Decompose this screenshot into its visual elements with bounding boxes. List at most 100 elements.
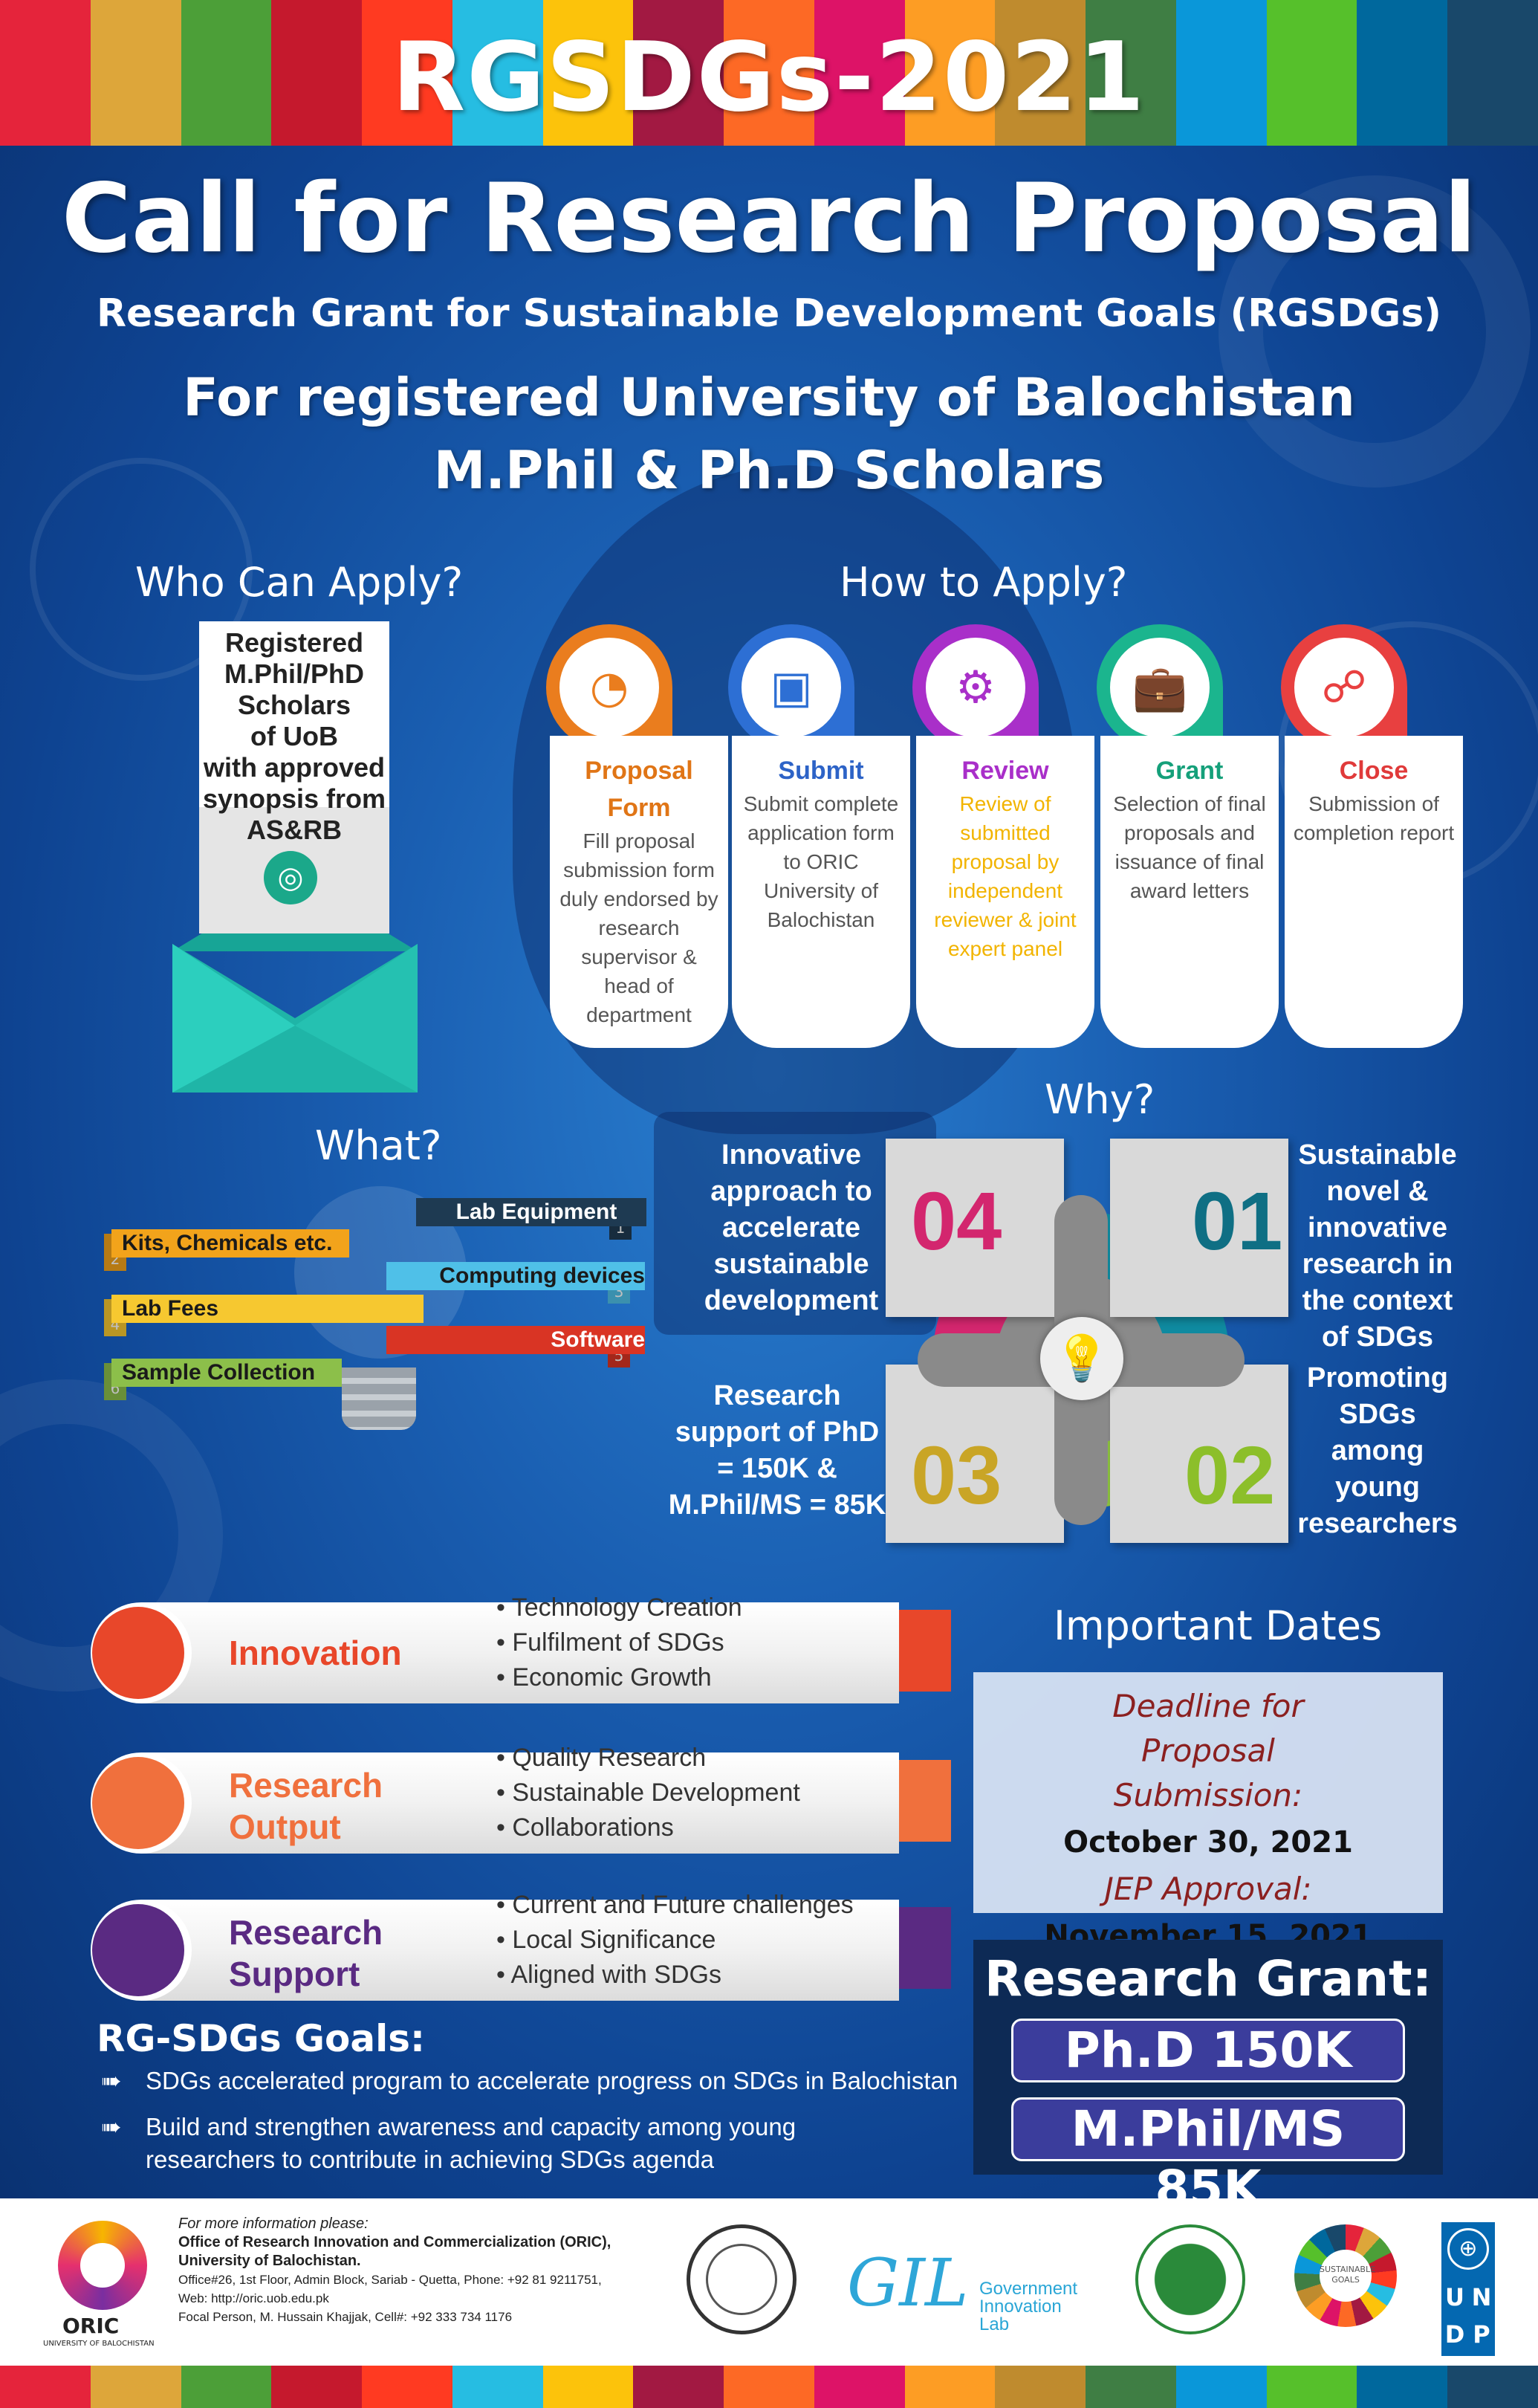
step-title: Review [961,757,1049,785]
benefit-cap [899,1907,951,1989]
address-line: Office#26, 1st Floor, Admin Block, Saria… [178,2273,602,2287]
color-stripe [542,2366,634,2408]
color-stripe [724,0,814,146]
benefit-point: Technology Creation [496,1590,742,1625]
goal-item: ➠SDGs accelerated program to accelerate … [101,2065,963,2097]
why-title: Why? [1045,1076,1155,1123]
pie-chart-icon: ◔ [559,638,659,737]
benefit-cap [899,1760,951,1842]
color-stripe [904,2366,996,2408]
goal-text: Build and strengthen awareness and capac… [146,2113,796,2173]
what-item: Lab Equipment [416,1198,646,1226]
who-line: Registered [224,627,364,658]
who-can-apply-title: Who Can Apply? [135,559,464,606]
color-stripe [1086,0,1176,146]
color-stripe [90,0,181,146]
benefit-circle [92,1904,184,1996]
why-reason-03: Research support of PhD = 150K & M.Phil/… [668,1380,886,1521]
color-stripe [452,2366,543,2408]
target-person-icon: ◎ [264,851,317,904]
top-color-stripes [0,0,1538,146]
color-stripe [271,2366,363,2408]
contact-info: For more information please: Office of R… [178,2215,611,2326]
focal-person: Focal Person, M. Hussain Khajjak, Cell#:… [178,2310,513,2324]
gil-line-3: Lab [979,2314,1010,2334]
color-stripe [724,2366,814,2408]
why-box-03: 03 [886,1365,1064,1543]
uob-seal-inner [706,2244,777,2315]
color-stripe [362,2366,452,2408]
color-stripe [1447,0,1538,146]
presentation-icon: ▣ [742,638,841,737]
balochistan-logo [1135,2224,1245,2334]
step-title: Submit [778,757,864,785]
why-box-04: 04 [886,1139,1064,1317]
eligibility-heading: For registered University of Balochistan… [0,361,1538,507]
background-ring [30,458,253,681]
what-title: What? [315,1122,442,1169]
important-dates-title: Important Dates [1054,1602,1383,1649]
color-stripe [1266,0,1357,146]
benefit-point: Local Significance [496,1923,854,1958]
event-title: RGSDGs-2021 [392,22,1146,133]
how-to-apply-title: How to Apply? [840,559,1128,606]
bulb-base-icon [342,1368,416,1430]
gil-line-1: Government [979,2279,1078,2299]
what-item: Computing devices [386,1262,645,1290]
benefit-point: Economic Growth [496,1660,742,1695]
undp-letter: N [1471,2283,1492,2311]
benefit-points: Current and Future challengesLocal Signi… [496,1888,854,1993]
who-line: synopsis from [202,783,386,814]
benefit-point: Aligned with SDGs [496,1958,854,1993]
color-stripe [181,2366,272,2408]
goal-text: SDGs accelerated program to accelerate p… [146,2067,958,2094]
color-stripe [1447,2366,1538,2408]
benefit-points: Quality ResearchSustainable DevelopmentC… [496,1741,799,1845]
why-box-01: 01 [1110,1139,1288,1317]
arrow-icon: ➠ [101,2113,122,2140]
why-reason-01: Sustainable novel & innovative research … [1298,1139,1457,1353]
color-stripe [542,0,634,146]
goal-item: ➠ Build and strengthen awareness and capa… [101,2111,948,2176]
benefit-label: Innovation [229,1634,402,1672]
step-text: Submission of completion report [1293,792,1455,844]
why-box-02: 02 [1110,1365,1288,1543]
research-grant-box: Research Grant: Ph.D 150K M.Phil/MS 85K [973,1940,1443,2217]
gil-logo: GIL [847,2244,969,2321]
color-stripe [90,2366,181,2408]
uob-seal-logo [687,2224,796,2334]
eligibility-line-2: M.Phil & Ph.D Scholars [433,440,1105,501]
color-stripe [1086,2366,1176,2408]
what-item: Software [386,1326,645,1354]
goals-title: RG-SDGs Goals: [97,2017,426,2060]
who-line: M.Phil/PhD [224,658,364,689]
undp-letters: U N D P [1441,2279,1495,2353]
what-item: Lab Fees [111,1295,424,1323]
oric-sublabel: UNIVERSITY OF BALOCHISTAN [43,2340,155,2348]
color-stripe [633,2366,724,2408]
who-line: AS&RB [246,815,342,845]
color-stripe [995,0,1086,146]
important-dates-box: Deadline for Proposal Submission: Octobe… [973,1672,1443,1953]
oric-logo-center [80,2243,125,2288]
undp-letter: P [1473,2320,1490,2349]
color-stripe [1266,2366,1357,2408]
color-stripe [1357,2366,1448,2408]
gear-icon: ⚙ [926,638,1025,737]
who-line: with approved [203,752,386,783]
info-intro: For more information please: [178,2216,369,2232]
who-line: Scholars [237,690,351,720]
color-stripe [814,0,905,146]
step-text: Selection of final proposals and issuanc… [1113,792,1266,902]
mphil-grant-amount: M.Phil/MS 85K [1011,2097,1405,2217]
web-link[interactable]: Web: http://oric.uob.edu.pk [178,2291,329,2305]
step-title: Proposal Form [585,757,693,822]
page-title: Call for Research Proposal [61,164,1477,274]
undp-letter: U [1445,2283,1464,2311]
